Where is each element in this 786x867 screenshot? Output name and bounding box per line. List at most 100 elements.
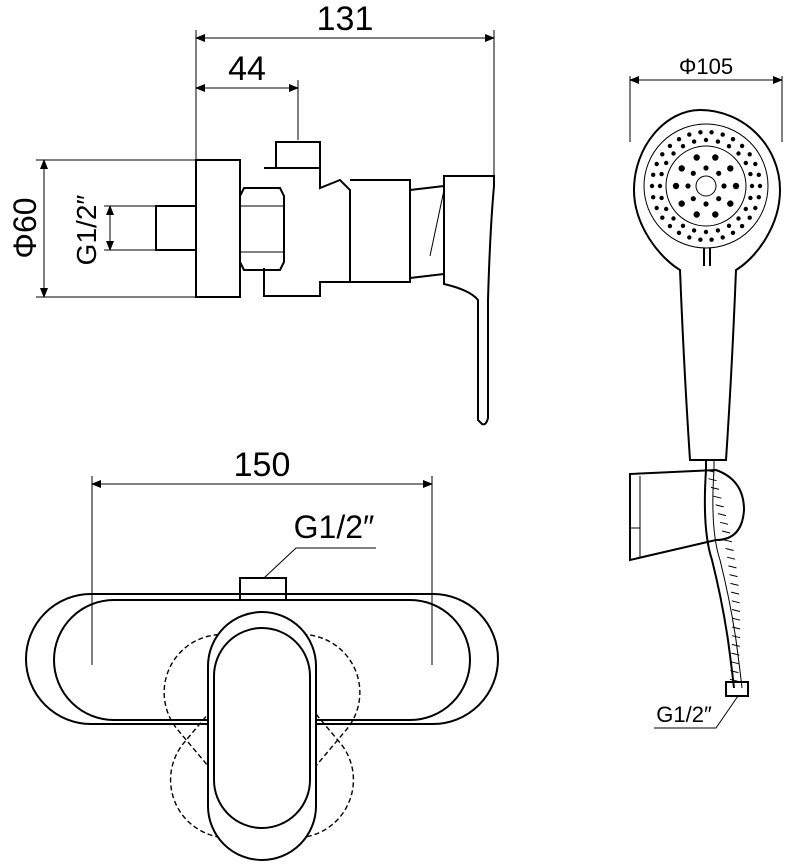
hose-ring — [731, 635, 741, 639]
spray-hole — [687, 235, 692, 240]
spray-hole — [712, 154, 719, 161]
hose-rings — [705, 469, 741, 682]
spray-hole — [659, 195, 664, 201]
hose-ring — [730, 591, 740, 595]
spray-hole — [757, 183, 763, 189]
spray-hole — [748, 171, 753, 177]
spray-hole — [651, 172, 656, 177]
spray-hole — [672, 182, 680, 190]
spray-hole — [690, 196, 696, 202]
spray-hole — [715, 139, 721, 144]
dim-g12-wall: G1/2″ — [71, 195, 102, 266]
spray-hole — [749, 183, 755, 189]
dim-phi105: Φ105 — [679, 54, 733, 79]
hose-ring — [730, 661, 740, 665]
spray-hole — [716, 196, 722, 202]
spray-hole — [743, 206, 748, 212]
dim-g12-outlet: G1/2″ — [294, 509, 375, 545]
front-view: 150 G1/2″ — [25, 446, 499, 861]
spray-holes — [649, 130, 763, 242]
hose-connector — [725, 681, 749, 697]
hose-ring — [730, 670, 739, 674]
spray-hole — [709, 130, 714, 135]
spray-hole — [726, 144, 732, 149]
spray-hole — [693, 211, 700, 218]
shower-hose — [703, 460, 735, 689]
spray-hole — [747, 152, 752, 157]
spray-hole — [720, 132, 725, 137]
hose-ring — [717, 513, 727, 517]
spray-hole — [730, 137, 736, 142]
spray-hole — [709, 237, 714, 242]
hose-ring — [729, 678, 739, 682]
spray-hole — [703, 137, 709, 143]
side-view: 131 44 Φ60 G1/2″ — [7, 0, 495, 426]
dim-150: 150 — [234, 446, 291, 484]
spray-hole — [726, 223, 732, 228]
spray-hole — [703, 201, 709, 207]
spray-hole — [657, 183, 663, 189]
valve-body — [263, 167, 351, 297]
spray-hole — [667, 223, 673, 229]
hose-ring — [731, 643, 740, 647]
shower-hose-edge — [712, 460, 743, 689]
spray-hole — [727, 165, 734, 172]
spray-hole — [748, 195, 753, 201]
spray-hole — [690, 170, 696, 176]
spray-face — [643, 123, 769, 249]
dim-131: 131 — [317, 0, 374, 38]
spray-hole — [756, 195, 761, 200]
spray-hole — [727, 200, 734, 207]
dim-44: 44 — [228, 50, 266, 88]
spray-hole — [736, 151, 741, 156]
spray-hole — [693, 154, 700, 161]
hose-ring — [730, 582, 739, 586]
spray-hole — [654, 205, 659, 211]
spray-hole — [712, 211, 719, 218]
spray-hole — [753, 161, 758, 167]
mixer-neck — [409, 184, 445, 279]
hose-ring — [713, 495, 722, 499]
connection-nut — [239, 187, 285, 271]
spray-hole — [676, 137, 682, 142]
spray-hole — [743, 160, 748, 166]
spray-center — [695, 175, 717, 197]
spray-hole — [703, 229, 709, 235]
spray-hole — [676, 230, 682, 235]
hose-ring — [715, 504, 724, 508]
spray-hole — [721, 183, 727, 189]
hose-ring — [723, 539, 733, 543]
spray-hole — [736, 216, 741, 221]
hose-ring — [731, 652, 740, 656]
wall-plate — [195, 159, 241, 298]
wall-pipe — [155, 205, 197, 251]
spray-hole — [680, 144, 686, 149]
spray-hole — [671, 216, 676, 221]
hose-ring — [729, 574, 738, 578]
spray-hole — [671, 151, 676, 156]
hose-ring — [728, 565, 737, 569]
hose-ring — [731, 600, 740, 604]
spray-hole — [756, 172, 761, 177]
hose-ring — [705, 469, 715, 473]
hand-shower: Φ105 G1/2″ — [629, 54, 783, 729]
spray-hole — [660, 152, 665, 157]
dim-phi60: Φ60 — [7, 197, 43, 258]
front-lever-inner — [213, 627, 311, 829]
spray-hole — [747, 215, 752, 220]
lever-handle — [443, 175, 495, 426]
hose-ring — [710, 486, 720, 490]
spray-hole — [698, 130, 703, 135]
spray-hole — [654, 161, 659, 167]
hose-ring — [732, 617, 741, 621]
spray-hole — [678, 165, 685, 172]
spray-hole — [659, 171, 664, 177]
spray-hole — [715, 228, 721, 233]
hose-ring — [731, 609, 741, 612]
spray-hole — [664, 160, 669, 166]
spray-hole — [667, 143, 673, 149]
spray-hole — [687, 132, 692, 137]
shower-holder — [629, 468, 746, 562]
hose-ring — [721, 530, 731, 534]
